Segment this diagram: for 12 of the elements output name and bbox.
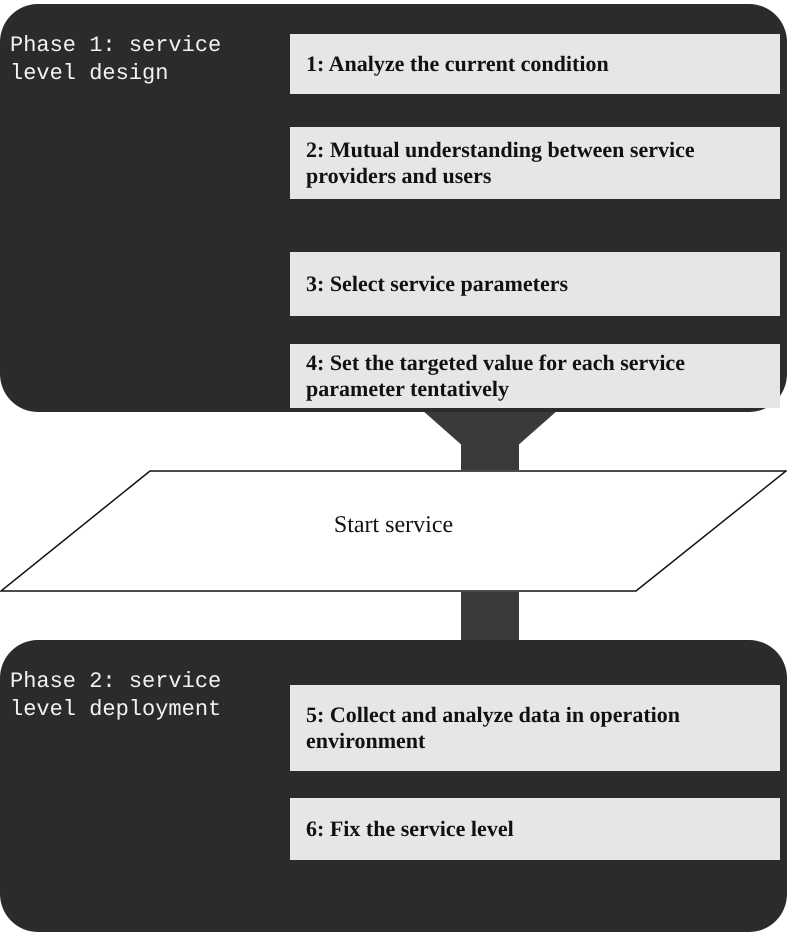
step-box: 4: Set the targeted value for each service parameter tentatively — [290, 344, 780, 408]
step-box: 5: Collect and analyze data in operation environment — [290, 685, 780, 771]
phase-panel — [0, 4, 787, 412]
step-box: 2: Mutual understanding between service providers and users — [290, 127, 780, 199]
step-box: 6: Fix the service level — [290, 798, 780, 860]
phase-label: Phase 2: service level deployment — [10, 668, 222, 723]
phase-label: Phase 1: service level design — [10, 32, 222, 87]
step-box: 3: Select service parameters — [290, 252, 780, 316]
phase-panel — [0, 640, 787, 932]
step-box: 1: Analyze the current condition — [290, 34, 780, 94]
node-label: Start service — [332, 512, 454, 539]
arrow — [422, 410, 558, 470]
